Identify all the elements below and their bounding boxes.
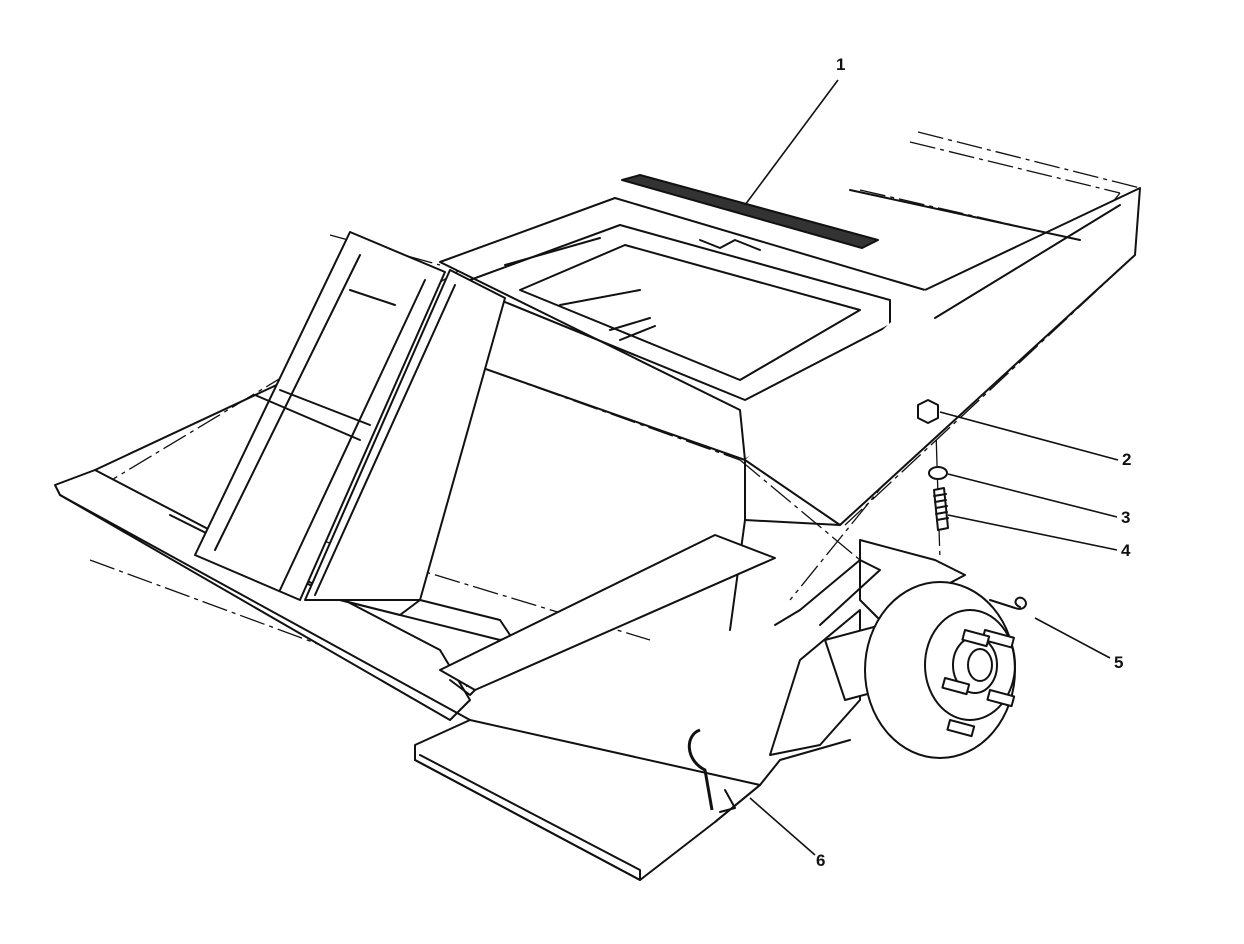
- axle-hub-assembly: [769, 539, 1016, 759]
- hardware-parts: [621, 174, 1027, 610]
- callout-1: 1: [836, 55, 845, 74]
- callout-3: 3: [1121, 508, 1130, 527]
- wheel-studs: [941, 629, 1016, 738]
- nut-part: [917, 399, 939, 424]
- cotter-pin-part: [989, 596, 1027, 610]
- callout-4: 4: [1121, 541, 1131, 560]
- callout-6: 6: [816, 851, 825, 870]
- hopper-body: [54, 187, 1141, 721]
- callout-leaders: [744, 79, 1119, 856]
- callout-labels: 1 2 3 4 5 6: [816, 55, 1131, 870]
- washer-part: [928, 466, 948, 480]
- seal-strip: [621, 174, 879, 249]
- callout-5: 5: [1114, 653, 1123, 672]
- spreader-plate: [414, 719, 851, 881]
- callout-2: 2: [1122, 450, 1131, 469]
